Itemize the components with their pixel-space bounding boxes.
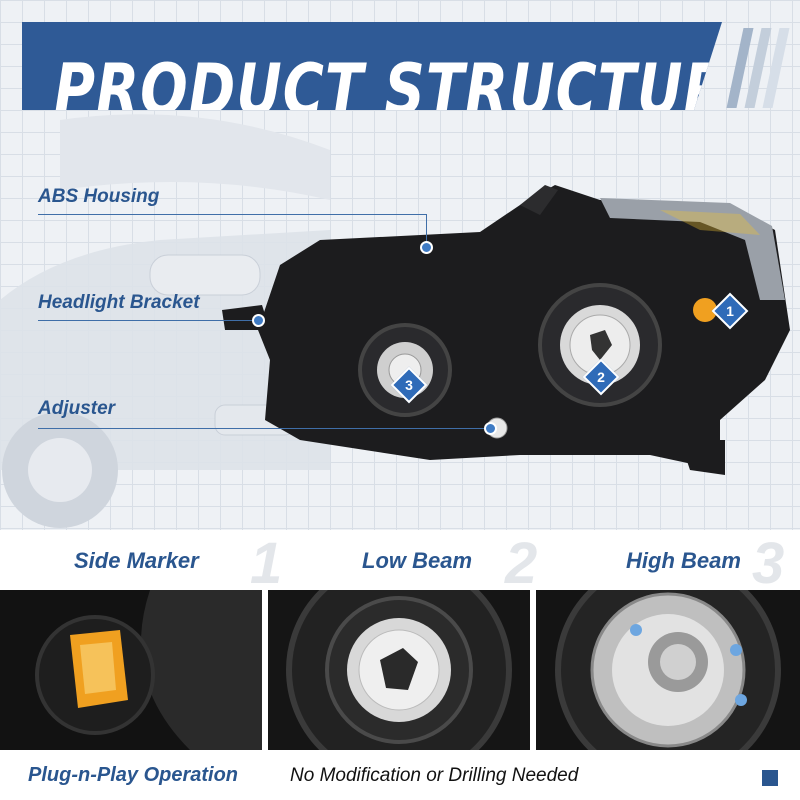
callout-headlight-bracket-line bbox=[38, 320, 256, 321]
high-beam-image bbox=[536, 590, 800, 750]
side-marker-image bbox=[0, 590, 262, 750]
part-number-watermark: 2 bbox=[505, 531, 538, 596]
blueprint-background: PRODUCT STRUCTURE ABS Housing Headlight … bbox=[0, 0, 800, 530]
callout-adjuster-label: Adjuster bbox=[38, 398, 116, 419]
part-number-watermark: 1 bbox=[250, 531, 283, 596]
footer-text: No Modification or Drilling Needed bbox=[290, 765, 579, 786]
callout-headlight-bracket-dot bbox=[252, 314, 265, 327]
callout-abs-housing-line bbox=[426, 214, 427, 244]
callout-abs-housing-dot bbox=[420, 241, 433, 254]
callout-adjuster-dot bbox=[484, 422, 497, 435]
footer-highlight: Plug-n-Play Operation bbox=[28, 764, 239, 786]
footer-bar: Plug-n-Play Operation No Modification or… bbox=[0, 750, 800, 800]
footer-square-icon bbox=[762, 770, 778, 786]
callout-abs-housing-label: ABS Housing bbox=[38, 186, 160, 207]
part-name-high-beam: High Beam bbox=[626, 548, 741, 573]
car-silhouette-image bbox=[0, 114, 330, 528]
low-beam-photo bbox=[268, 590, 530, 750]
low-beam-image bbox=[268, 590, 530, 750]
headlight-assembly-image bbox=[222, 185, 790, 475]
callout-abs-housing-line bbox=[38, 214, 426, 215]
badge-number: 2 bbox=[597, 369, 605, 385]
badge-number: 1 bbox=[726, 303, 734, 319]
high-beam-photo bbox=[536, 590, 800, 750]
side-marker-photo bbox=[0, 590, 262, 750]
title-banner: PRODUCT STRUCTURE bbox=[22, 22, 722, 110]
callout-headlight-bracket-label: Headlight Bracket bbox=[38, 292, 200, 313]
page-title: PRODUCT STRUCTURE bbox=[54, 50, 767, 132]
part-names-row: 1 2 3 Side Marker Low Beam High Beam bbox=[0, 530, 800, 596]
part-number-watermark: 3 bbox=[752, 531, 785, 596]
callout-adjuster-line bbox=[38, 428, 490, 429]
part-name-side-marker: Side Marker bbox=[74, 548, 199, 573]
badge-number: 3 bbox=[405, 377, 413, 393]
part-name-low-beam: Low Beam bbox=[362, 548, 473, 573]
